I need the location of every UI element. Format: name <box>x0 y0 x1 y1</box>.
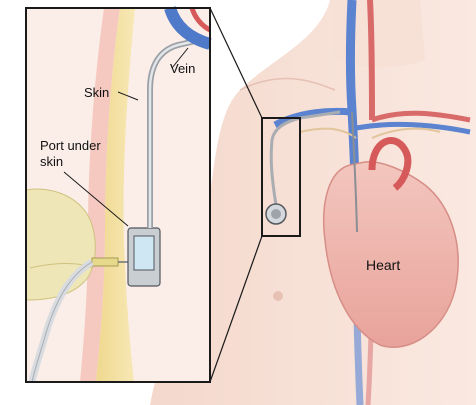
port-torso <box>266 204 286 224</box>
port-label-line2: skin <box>40 154 63 169</box>
nipple-left <box>273 291 283 301</box>
needle-hub <box>92 258 118 266</box>
carotid-artery <box>370 0 372 120</box>
neck <box>330 0 425 68</box>
port-label-line1: Port under <box>40 138 101 153</box>
heart-label: Heart <box>366 257 400 273</box>
port-cross-section <box>128 228 160 286</box>
vein-label: Vein <box>170 61 195 76</box>
skin-label: Skin <box>84 85 109 100</box>
